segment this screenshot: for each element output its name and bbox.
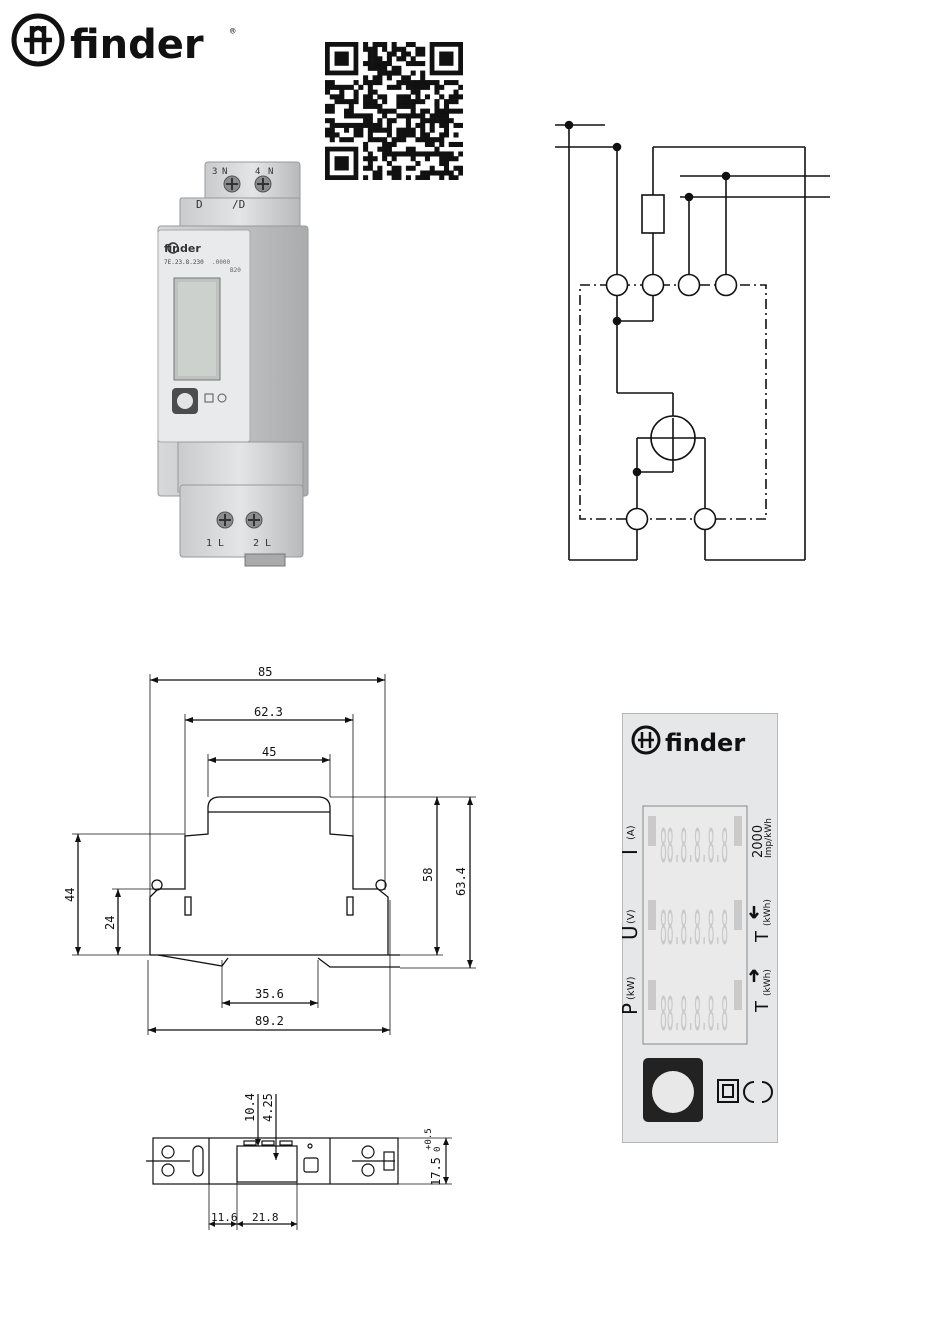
dim-44: 44 <box>63 888 77 902</box>
face-sub-code: B20 <box>230 267 241 274</box>
qr-code[interactable] <box>325 42 463 180</box>
dim-tolerance-zero: 0 <box>433 1147 443 1152</box>
face-model-suffix: .0000 <box>212 259 230 266</box>
terminal-circle <box>716 275 737 296</box>
label-power-symbol: P <box>622 1003 642 1015</box>
dim-89-2: 89.2 <box>255 1014 284 1028</box>
dim-45: 45 <box>262 745 276 759</box>
dim-85: 85 <box>258 665 272 679</box>
top-dimension-drawing: 10.4 4.25 17.5 +0.5 0 11.6 21.8 <box>140 1085 460 1235</box>
terminal-circle <box>643 275 664 296</box>
label-voltage-symbol: U <box>622 925 642 940</box>
terminal-3-label: 3 <box>212 167 217 177</box>
label-import-unit: (kWh) <box>763 969 773 996</box>
interface-nd-label: /D <box>232 198 245 211</box>
interface-d-label: D <box>196 198 203 211</box>
lcd-row-1: 88.8.8.8.8 <box>660 819 728 873</box>
lcd-row-2: 88.8.8.8.8 <box>660 901 728 955</box>
terminal-2-label: 2 <box>253 538 259 549</box>
dim-63-4: 63.4 <box>454 867 468 896</box>
registered-mark: ® <box>230 27 236 37</box>
finder-logo-icon: finder ® <box>10 12 240 72</box>
dim-35-6: 35.6 <box>255 987 284 1001</box>
dim-17-5: 17.5 <box>429 1157 443 1186</box>
front-panel: finder 88.8.8.8.8 88.8.8.8.8 88.8.8.8.8 … <box>622 713 778 1143</box>
terminal-circle <box>679 275 700 296</box>
resistor-symbol <box>642 195 664 233</box>
label-export-symbol: T <box>752 930 773 943</box>
dim-21-8: 21.8 <box>252 1211 279 1224</box>
qr-code-icon <box>325 42 463 180</box>
finder-logo: finder ® <box>10 12 240 72</box>
dim-4-25: 4.25 <box>261 1093 275 1122</box>
label-power-unit: (kW) <box>626 976 637 1000</box>
label-current-symbol: I <box>622 849 642 855</box>
terminal-circle <box>695 509 716 530</box>
dim-62-3: 62.3 <box>254 705 283 719</box>
dim-10-4: 10.4 <box>243 1093 257 1122</box>
label-export-unit: (kWh) <box>763 899 773 926</box>
terminal-l2-label: L <box>265 538 271 549</box>
terminal-n2-label: N <box>268 167 273 177</box>
lcd-row-3: 88.8.8.8.8 <box>660 987 728 1041</box>
panel-brand: finder <box>665 729 745 757</box>
terminal-circle <box>607 275 628 296</box>
terminal-circle <box>627 509 648 530</box>
terminal-1-label: 1 <box>206 538 212 549</box>
label-current-unit: (A) <box>626 825 637 840</box>
face-model: 7E.23.8.230 <box>164 259 204 266</box>
dim-11-6: 11.6 <box>211 1211 238 1224</box>
node-dot <box>634 469 641 476</box>
terminal-n-label: N <box>222 167 227 177</box>
wiring-diagram <box>545 110 845 580</box>
label-import-symbol: T <box>752 1000 773 1013</box>
side-dimension-drawing: 85 62.3 45 35.6 89.2 58 63.4 44 24 <box>60 660 480 1040</box>
dim-24: 24 <box>103 916 117 930</box>
terminal-4-label: 4 <box>255 167 260 177</box>
dim-58: 58 <box>421 868 435 882</box>
device-photo: 3 N 4 N D /D finder 7E.23.8.230 .0000 B2… <box>150 150 310 570</box>
node-dot <box>614 318 621 325</box>
logo-wordmark: finder <box>70 22 204 68</box>
label-impulse-unit: Imp/kWh <box>764 818 774 858</box>
label-voltage-unit: (V) <box>626 909 637 924</box>
terminal-l-label: L <box>218 538 224 549</box>
